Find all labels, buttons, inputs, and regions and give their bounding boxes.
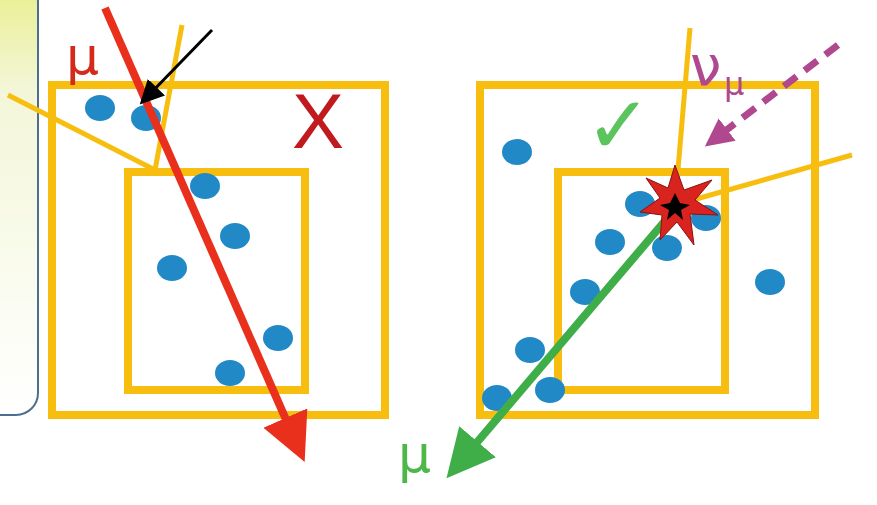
detector-right	[462, 28, 852, 460]
muon-label: μ	[398, 428, 431, 480]
reject-mark: X	[292, 82, 344, 160]
neutrino-label: ν	[690, 38, 721, 94]
detector-left	[8, 8, 385, 440]
side-panel	[0, 0, 38, 415]
neutrino-subscript: μ	[724, 68, 744, 100]
muon-label: μ	[66, 30, 99, 82]
accept-mark: ✓	[585, 86, 652, 166]
